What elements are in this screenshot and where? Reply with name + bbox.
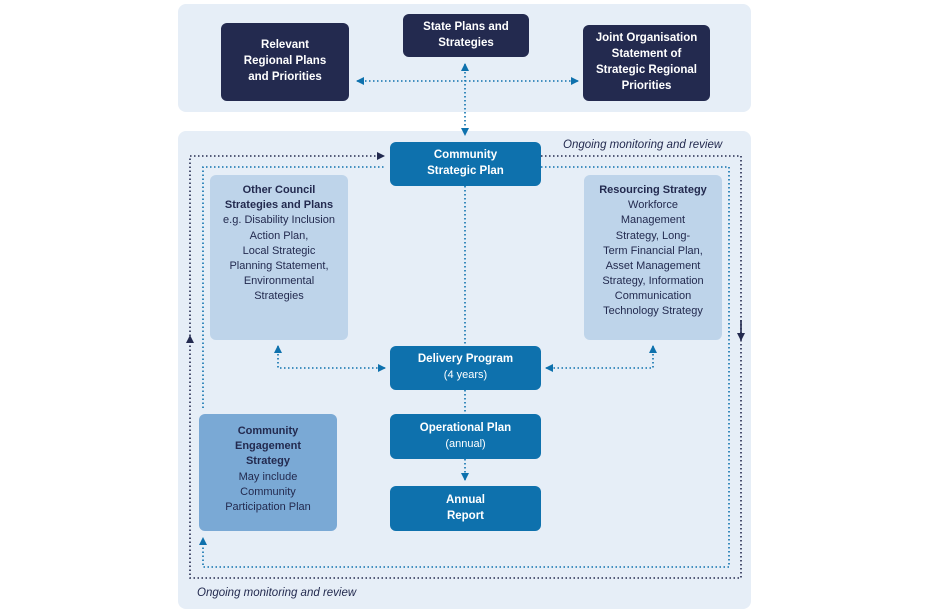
regional-plans-box: Relevant Regional Plans and Priorities (221, 23, 349, 101)
state-plans-box: State Plans and Strategies (403, 14, 529, 57)
other-council-strategies-body: e.g. Disability Inclusion Action Plan, L… (223, 214, 335, 303)
resourcing-strategy-title: Resourcing Strategy (599, 184, 707, 196)
delivery-program-title: Delivery Program (417, 353, 514, 366)
community-engagement-title: Community Engagement Strategy (234, 425, 301, 468)
inner-loop-left (202, 166, 384, 408)
community-strategic-plan-box: Community Strategic Plan (390, 142, 541, 186)
annual-report-box: Annual Report (390, 486, 541, 531)
operational-plan-subtitle: (annual) (445, 437, 486, 450)
resourcing-strategy-body: Workforce Management Strategy, Long- Ter… (602, 199, 704, 318)
joint-organisation-box: Joint Organisation Statement of Strategi… (583, 25, 710, 101)
other-council-strategies-title: Other Council Strategies and Plans (224, 184, 334, 212)
annual-report-label: Annual Report (446, 493, 485, 522)
monitoring-note-bottom: Ongoing monitoring and review (197, 587, 357, 599)
connector-resourcing-delivery (545, 345, 657, 372)
community-engagement-body: May include Community Participation Plan (225, 470, 311, 513)
resourcing-strategy-box: Resourcing Strategy Workforce Management… (584, 175, 722, 340)
other-council-strategies-box: Other Council Strategies and Plans e.g. … (210, 175, 348, 340)
community-engagement-box: Community Engagement Strategy May includ… (199, 414, 337, 531)
monitoring-note-top: Ongoing monitoring and review (563, 139, 723, 151)
operational-plan-box: Operational Plan (annual) (390, 414, 541, 459)
delivery-program-subtitle: (4 years) (443, 369, 488, 382)
connector-other-delivery (274, 345, 386, 372)
inner-loop-right (199, 166, 730, 568)
operational-plan-title: Operational Plan (419, 421, 512, 434)
community-strategic-plan-label: Community Strategic Plan (427, 149, 504, 177)
outer-loop-bottom (186, 155, 742, 579)
outer-loop-top (189, 152, 385, 340)
delivery-program-box: Delivery Program (4 years) (390, 346, 541, 390)
